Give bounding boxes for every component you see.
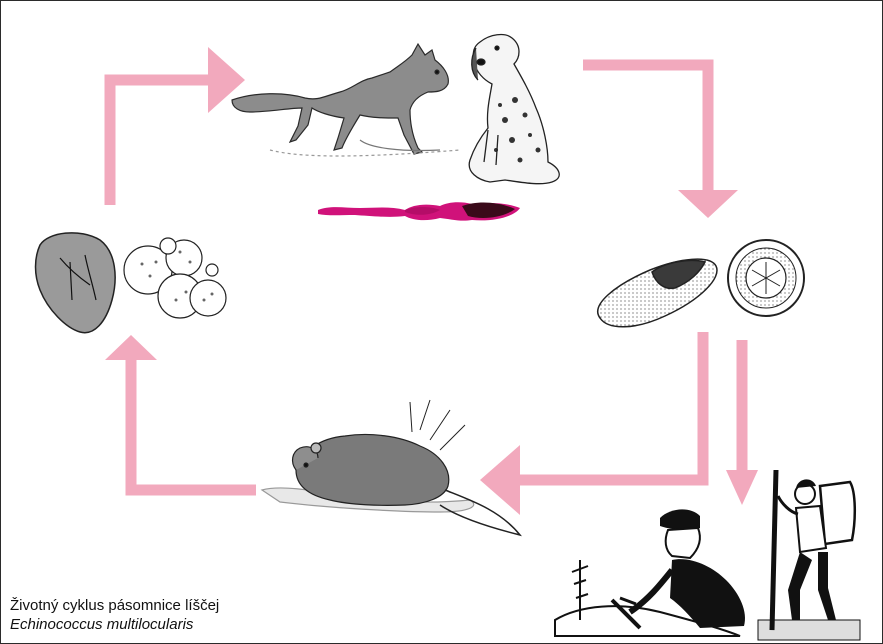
- egg-oval-icon: [598, 259, 717, 327]
- arrow-eggs-to-vole: [520, 332, 703, 480]
- liver-icon: [36, 233, 116, 333]
- hydatid-cyst-icon: [124, 238, 226, 318]
- arrowhead-down-right: [678, 190, 738, 218]
- arrow-cyst-to-fox: [110, 80, 210, 205]
- fox-icon: [232, 44, 460, 156]
- gardener-icon: [555, 509, 745, 636]
- figure-caption: Životný cyklus pásomnice líščej Echinoco…: [10, 596, 219, 634]
- caption-title: Životný cyklus pásomnice líščej: [10, 596, 219, 615]
- arrow-vole-to-liver: [131, 360, 256, 490]
- dog-icon: [469, 35, 559, 184]
- arrow-dog-to-eggs: [583, 65, 708, 190]
- vole-icon: [262, 400, 520, 535]
- tapeworm-icon: [318, 202, 520, 220]
- arrowhead-down-humans: [726, 470, 758, 505]
- arrowhead-left-vole: [480, 445, 520, 515]
- egg-round-icon: [728, 240, 804, 316]
- hiker-icon: [758, 470, 860, 640]
- caption-scientific-name: Echinococcus multilocularis: [10, 615, 219, 634]
- arrowhead-up-liver: [105, 335, 157, 360]
